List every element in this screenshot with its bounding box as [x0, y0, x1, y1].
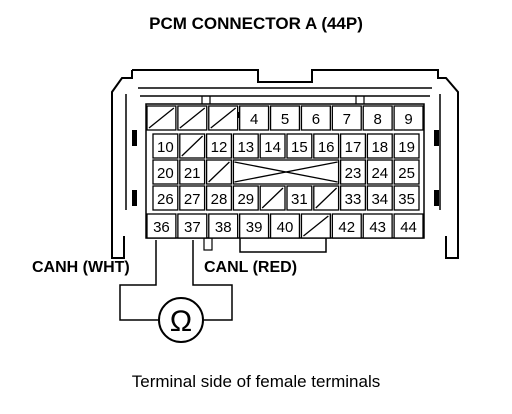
terminal-number: 42 [338, 219, 355, 236]
terminal-cavity [339, 159, 367, 185]
terminal-cavity [260, 160, 285, 184]
terminal-number: 26 [157, 191, 174, 208]
terminal-cavity [177, 213, 208, 239]
terminal-number: 23 [345, 165, 362, 182]
terminal-number: 44 [400, 219, 417, 236]
terminal-cavity [269, 105, 301, 131]
terminal-cavity [179, 159, 206, 185]
canh-lead [119, 240, 158, 321]
terminal-cavity [146, 213, 177, 239]
canl-lead [192, 240, 233, 321]
terminal-cavity [393, 213, 424, 239]
unused-terminal-slash [179, 107, 206, 129]
connector-housing [111, 69, 459, 259]
unused-terminal-slash [148, 107, 175, 129]
terminal-cavity [393, 185, 420, 211]
terminal-cavity [287, 160, 312, 184]
terminal-number: 13 [237, 139, 254, 156]
diagram-caption: Terminal side of female terminals [131, 372, 381, 391]
ohmmeter: Ω [158, 297, 204, 343]
terminal-number: 21 [184, 165, 201, 182]
unused-terminal-slash [261, 187, 284, 209]
terminal-cavity [393, 105, 424, 131]
terminal-number: 33 [345, 191, 362, 208]
terminal-cavity [366, 159, 393, 185]
unused-terminal-slash [303, 215, 329, 237]
terminal-cavity [313, 133, 340, 159]
terminal-cavity [339, 133, 367, 159]
terminal-number: 8 [373, 111, 381, 128]
terminal-cavity [232, 133, 259, 159]
terminal-number: 40 [277, 219, 294, 236]
canh-label: CANH (WHT) [32, 259, 130, 276]
canl-label: CANL (RED) [204, 259, 297, 276]
terminal-number: 35 [398, 191, 415, 208]
terminal-number: 7 [343, 111, 351, 128]
terminal-cavity [331, 105, 362, 131]
terminal-number: 19 [398, 139, 415, 156]
terminal-cavity [393, 133, 420, 159]
terminal-cavity [179, 185, 206, 211]
terminal-cavity [300, 105, 331, 131]
terminal-cavity [366, 185, 393, 211]
terminal-cavity [208, 213, 239, 239]
ohm-symbol: Ω [170, 305, 192, 338]
terminal-grid: 4 5 6 7 8 9 10 12 13 14 15 16 17 18 19 20 21 23 24 25 26 27 28… [146, 105, 424, 239]
terminal-cavity [286, 133, 313, 159]
terminal-cavity [339, 185, 367, 211]
terminal-cavity [366, 133, 393, 159]
terminal-number: 39 [246, 219, 263, 236]
diagram-title: PCM CONNECTOR A (44P) [149, 14, 363, 33]
terminal-number: 18 [371, 139, 388, 156]
terminal-number: 28 [211, 191, 228, 208]
unused-terminal-slash [181, 135, 204, 157]
terminal-number: 9 [404, 111, 412, 128]
terminal-number: 31 [291, 191, 308, 208]
terminal-cavity [239, 213, 270, 239]
terminal-cavity [331, 213, 362, 239]
terminal-number: 36 [153, 219, 170, 236]
terminal-number: 10 [157, 139, 174, 156]
terminal-number: 5 [281, 111, 289, 128]
terminal-number: 27 [184, 191, 201, 208]
terminal-number: 12 [211, 139, 228, 156]
unused-terminal-slash [315, 187, 338, 209]
terminal-cavity [152, 133, 179, 159]
unused-terminal-slash [208, 161, 230, 183]
terminal-number: 15 [291, 139, 308, 156]
terminal-cavity [239, 105, 270, 131]
terminal-cavity [152, 185, 179, 211]
terminal-number: 25 [398, 165, 415, 182]
terminal-cavity [205, 133, 233, 159]
terminal-cavity [269, 213, 301, 239]
terminal-number: 24 [371, 165, 388, 182]
terminal-cavity [259, 133, 286, 159]
terminal-cavity [232, 185, 259, 211]
terminal-cavity [362, 213, 393, 239]
terminal-number: 34 [371, 191, 388, 208]
terminal-number: 43 [369, 219, 386, 236]
blanked-terminal-block [232, 159, 340, 185]
unused-terminal-slash [210, 107, 237, 129]
terminal-number: 4 [250, 111, 258, 128]
terminal-number: 29 [237, 191, 254, 208]
terminal-number: 14 [264, 139, 281, 156]
terminal-cavity [393, 159, 420, 185]
terminal-number: 16 [318, 139, 335, 156]
terminal-number: 37 [184, 219, 201, 236]
terminal-cavity [205, 185, 233, 211]
test-leads [119, 240, 233, 321]
terminal-number: 38 [215, 219, 232, 236]
terminal-cavity [152, 159, 179, 185]
terminal-number: 20 [157, 165, 174, 182]
terminal-number: 17 [345, 139, 362, 156]
blanked-cross-line [234, 161, 338, 183]
terminal-cavity [286, 185, 313, 211]
terminal-number: 6 [312, 111, 320, 128]
terminal-cavity [362, 105, 393, 131]
